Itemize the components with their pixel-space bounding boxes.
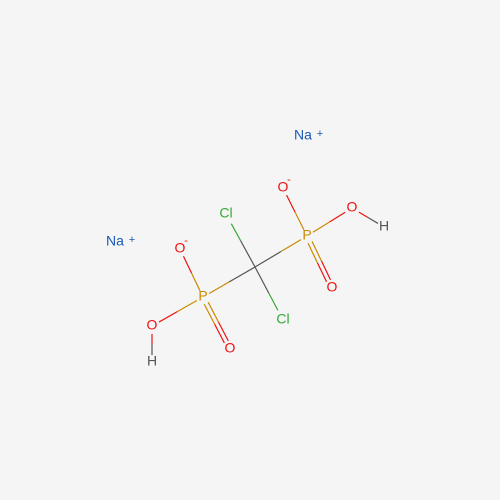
charge-label: - bbox=[184, 235, 188, 247]
atom-label-p: P bbox=[198, 288, 207, 304]
bond-line-a bbox=[358, 211, 369, 219]
bond-line-a bbox=[254, 266, 270, 294]
bond-line-2-a bbox=[311, 241, 323, 262]
atom-label-na: Na bbox=[106, 233, 124, 249]
bond-line-2-a bbox=[207, 301, 219, 323]
atom-label-h: H bbox=[379, 218, 389, 234]
bond-line-2-b bbox=[320, 260, 332, 281]
bond-p1-o_dbl_1 bbox=[203, 301, 229, 344]
atom-label-na: Na bbox=[294, 127, 312, 143]
atom-p2: P bbox=[302, 227, 311, 243]
bond-p2-o_h_2 bbox=[312, 211, 346, 233]
atom-h1: H bbox=[147, 353, 157, 369]
atom-label-o: O bbox=[225, 340, 236, 356]
bond-line-b bbox=[158, 310, 178, 323]
atom-na1: Na + bbox=[294, 127, 323, 143]
bond-line-b bbox=[230, 223, 242, 241]
atom-o_h_1: O bbox=[147, 317, 158, 333]
bond-line-b bbox=[182, 255, 193, 274]
bond-line-b bbox=[367, 216, 379, 224]
atom-h2: H bbox=[379, 218, 389, 234]
bond-p1-o_h_1 bbox=[158, 299, 198, 323]
bond-layer bbox=[151, 194, 379, 355]
atom-label-o: O bbox=[278, 179, 289, 195]
bond-line-a bbox=[239, 240, 256, 268]
bond-line-a bbox=[177, 299, 198, 313]
atom-na2: Na + bbox=[106, 233, 135, 249]
atom-label-cl: Cl bbox=[276, 311, 289, 327]
charge-label: + bbox=[129, 234, 135, 246]
charge-label: + bbox=[317, 128, 323, 140]
bond-line-1-a bbox=[307, 243, 319, 264]
bond-line-1-b bbox=[214, 323, 225, 344]
atom-label-p: P bbox=[302, 227, 311, 243]
atom-label-cl: Cl bbox=[219, 205, 232, 221]
bond-line-a bbox=[228, 266, 256, 283]
bond-c1-p2 bbox=[254, 239, 302, 268]
bond-line-b bbox=[208, 281, 230, 295]
atom-p1: P bbox=[198, 288, 207, 304]
atom-label-h: H bbox=[147, 353, 157, 369]
bond-line-2-b bbox=[217, 321, 229, 342]
bond-line-a bbox=[294, 211, 305, 231]
bond-p2-o_minus_2 bbox=[286, 194, 305, 231]
atom-o_dbl_1: O bbox=[225, 340, 236, 356]
bond-line-1-b bbox=[316, 262, 328, 283]
bond-line-b bbox=[286, 194, 296, 213]
atom-o_dbl_2: O bbox=[327, 279, 338, 295]
atom-label-o: O bbox=[347, 199, 358, 215]
bond-line-a bbox=[190, 272, 201, 291]
bond-p2-o_dbl_2 bbox=[307, 241, 332, 283]
bond-line-b bbox=[280, 239, 302, 253]
bond-c1-cl1 bbox=[230, 223, 256, 268]
atom-cl2: Cl bbox=[276, 311, 289, 327]
atom-label-o: O bbox=[175, 240, 186, 256]
atom-o_minus_2: O- bbox=[278, 174, 292, 195]
bond-line-1-a bbox=[203, 303, 216, 325]
bond-line-a bbox=[312, 221, 330, 233]
atom-label-o: O bbox=[147, 317, 158, 333]
atom-cl1: Cl bbox=[219, 205, 232, 221]
bond-line-a bbox=[254, 250, 282, 268]
bond-p1-o_minus_1 bbox=[182, 255, 201, 291]
atom-label-o: O bbox=[327, 279, 338, 295]
bond-line-b bbox=[268, 293, 279, 311]
bond-o_h_2-h2 bbox=[358, 211, 379, 224]
bond-c1-p1 bbox=[208, 266, 256, 295]
atom-o_minus_1: O- bbox=[175, 235, 189, 256]
bond-c1-cl2 bbox=[254, 266, 279, 311]
atom-o_h_2: O bbox=[347, 199, 358, 215]
bond-line-b bbox=[329, 211, 346, 223]
charge-label: - bbox=[287, 174, 291, 186]
